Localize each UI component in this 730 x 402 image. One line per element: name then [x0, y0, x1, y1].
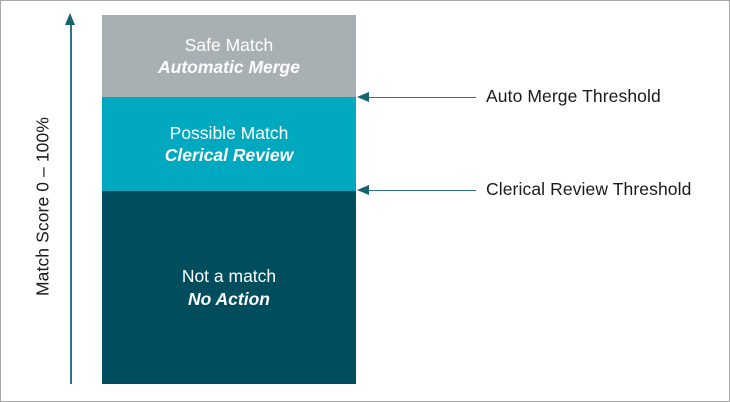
callout-leader-line [369, 190, 476, 192]
band-not-a-match: Not a match No Action [102, 191, 356, 384]
left-arrow-icon [357, 92, 369, 102]
score-axis-line [70, 23, 72, 384]
left-arrow-icon [357, 185, 369, 195]
band-safe-match: Safe Match Automatic Merge [102, 15, 356, 97]
band-safe-match-title: Safe Match [184, 34, 274, 55]
callout-leader-line [369, 97, 476, 99]
band-possible-match-action: Clerical Review [164, 145, 294, 165]
callout-auto-merge-threshold-label: Auto Merge Threshold [486, 86, 661, 106]
up-arrow-icon [65, 13, 75, 25]
band-not-a-match-action: No Action [188, 288, 270, 309]
band-not-a-match-title: Not a match [181, 266, 277, 287]
score-band-stack: Safe Match Automatic Merge Possible Matc… [102, 15, 356, 384]
score-axis-label: Match Score 0 – 100% [32, 116, 53, 297]
band-possible-match: Possible Match Clerical Review [102, 97, 356, 191]
callout-clerical-review-threshold-label: Clerical Review Threshold [486, 179, 692, 199]
band-safe-match-action: Automatic Merge [158, 57, 300, 77]
band-possible-match-title: Possible Match [169, 122, 289, 143]
